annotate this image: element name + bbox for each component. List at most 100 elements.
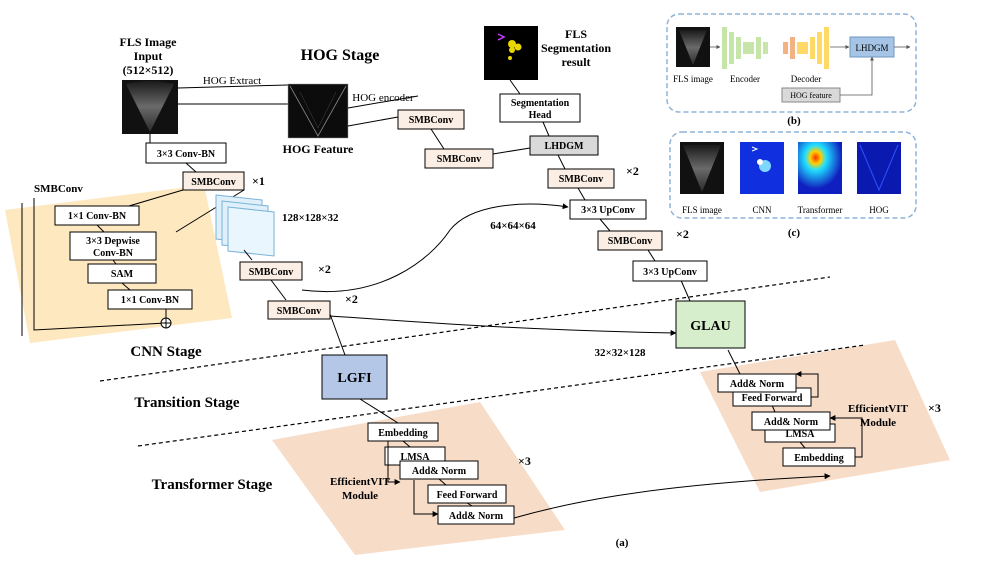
smbconv-dec-1	[547, 168, 615, 189]
add-norm-block-right-1	[751, 411, 831, 431]
svg-text:SMBConv: SMBConv	[437, 154, 481, 165]
divider-transition-transformer	[137, 344, 866, 447]
svg-text:Feed Forward: Feed Forward	[742, 393, 803, 404]
fls-input-image	[122, 80, 178, 134]
panel-c-transformer-map	[798, 142, 842, 194]
svg-text:1×1 Conv-BN: 1×1 Conv-BN	[68, 211, 127, 222]
hog-feature-image	[287, 83, 349, 139]
svg-text:Add& Norm: Add& Norm	[764, 417, 819, 428]
output-title-1: FLS	[565, 27, 587, 41]
hog-encoder-label: HOG encoder	[352, 92, 414, 104]
module-label-right-2: Module	[860, 417, 896, 429]
smbconv-x1: ×1	[252, 174, 265, 188]
panel-b-fls-label: FLS image	[673, 74, 713, 84]
svg-text:1×1 Conv-BN: 1×1 Conv-BN	[121, 295, 180, 306]
svg-text:Feed Forward: Feed Forward	[437, 490, 498, 501]
svg-text:Conv-BN: Conv-BN	[93, 248, 134, 259]
svg-text:LMSA: LMSA	[401, 452, 431, 463]
panel-c-cnn-map	[740, 142, 784, 194]
transformer-stage-title: Transformer Stage	[152, 477, 273, 493]
smbconv-depthwise	[69, 231, 157, 261]
panel-b-fls-thumb	[676, 27, 710, 67]
x3-right: ×3	[928, 401, 941, 415]
output-title-3: result	[561, 55, 590, 69]
svg-text:SMBConv: SMBConv	[249, 267, 293, 278]
panel-b-encoder-label: Encoder	[730, 74, 760, 84]
panel-c-cnn-label: CNN	[752, 205, 772, 215]
x3-left: ×3	[518, 454, 531, 468]
module-label-left-1: EfficientVIT	[330, 476, 391, 488]
add-norm-block-right-2	[717, 373, 797, 393]
svg-text:LHDGM: LHDGM	[545, 141, 584, 152]
glau-block	[675, 300, 746, 349]
feature-size-128: 128×128×32	[282, 212, 339, 224]
dec-x2-b: ×2	[676, 227, 689, 241]
svg-text:SMBConv: SMBConv	[608, 236, 652, 247]
hog-smbconv-2	[424, 148, 494, 169]
svg-text:Embedding: Embedding	[378, 428, 427, 439]
module-label-right-1: EfficientVIT	[848, 403, 909, 415]
svg-text:Add& Norm: Add& Norm	[412, 466, 467, 477]
svg-text:3×3 Conv-BN: 3×3 Conv-BN	[157, 149, 216, 160]
smbconv-x2-a: ×2	[318, 262, 331, 276]
upconv-block-1	[632, 260, 708, 282]
hog-extract-label: HOG Extract	[203, 75, 261, 87]
svg-text:HOG feature: HOG feature	[790, 91, 832, 100]
svg-text:LMSA: LMSA	[786, 429, 816, 440]
panel-c-frame	[669, 131, 917, 219]
panel-c-hog-label: HOG	[869, 205, 889, 215]
svg-text:Add& Norm: Add& Norm	[730, 379, 785, 390]
svg-text:SMBConv: SMBConv	[409, 115, 453, 126]
svg-text:Embedding: Embedding	[794, 453, 843, 464]
svg-text:LGFI: LGFI	[337, 371, 371, 386]
smbconv-dec-2	[597, 230, 663, 251]
segmentation-head	[499, 93, 581, 123]
svg-text:LHDGM: LHDGM	[856, 43, 889, 53]
panel-c-fls-thumb	[680, 142, 724, 194]
svg-text:Head: Head	[529, 110, 552, 121]
svg-text:SMBConv: SMBConv	[559, 174, 603, 185]
svg-text:SMBConv: SMBConv	[277, 306, 321, 317]
smbconv-detail-title: SMBConv	[34, 183, 83, 195]
feature-size-32: 32×32×128	[594, 347, 646, 359]
smbconv-conv2	[107, 289, 193, 310]
input-title-1: FLS Image	[120, 35, 178, 49]
svg-text:Add& Norm: Add& Norm	[449, 511, 504, 522]
divider-cnn-transition	[99, 276, 831, 382]
input-title-2: Input	[134, 49, 163, 63]
svg-text:3×3 Depwise: 3×3 Depwise	[86, 236, 140, 247]
add-operator-icon	[160, 317, 172, 329]
svg-text:3×3 UpConv: 3×3 UpConv	[581, 205, 635, 216]
panel-c-hog-map	[857, 142, 901, 194]
svg-text:GLAU: GLAU	[690, 319, 730, 334]
upconv-block-2	[569, 199, 647, 220]
smbconv-x2-b: ×2	[345, 292, 358, 306]
dec-x2-a: ×2	[626, 164, 639, 178]
input-title-3: (512×512)	[123, 63, 174, 77]
panel-c-label: (c)	[788, 227, 801, 239]
module-label-left-2: Module	[342, 490, 378, 502]
panel-b-label: (b)	[787, 115, 801, 127]
smbconv-block-1	[182, 171, 245, 191]
svg-text:Segmentation: Segmentation	[511, 98, 570, 109]
svg-text:SMBConv: SMBConv	[191, 177, 235, 188]
output-title-2: Segmentation	[541, 41, 611, 55]
panel-b-decoder-label: Decoder	[791, 74, 821, 84]
panel-c-transformer-label: Transformer	[798, 205, 843, 215]
feature-size-64: 64×64×64	[490, 220, 536, 232]
lgfi-block	[321, 354, 388, 400]
feature-map-stack	[215, 194, 275, 257]
encoder-shape	[722, 27, 768, 69]
hog-feature-label: HOG Feature	[283, 142, 354, 156]
transition-stage-title: Transition Stage	[134, 395, 239, 411]
segmentation-result-image	[484, 26, 538, 80]
svg-text:SAM: SAM	[111, 269, 134, 280]
cnn-stage-title: CNN Stage	[130, 344, 202, 360]
smbconv-block-3	[267, 300, 331, 320]
panel-a-label: (a)	[616, 537, 629, 549]
lhdgm-block	[529, 135, 599, 156]
hog-stage-title: HOG Stage	[301, 47, 380, 64]
decoder-shape	[783, 27, 829, 69]
svg-text:3×3 UpConv: 3×3 UpConv	[643, 267, 697, 278]
